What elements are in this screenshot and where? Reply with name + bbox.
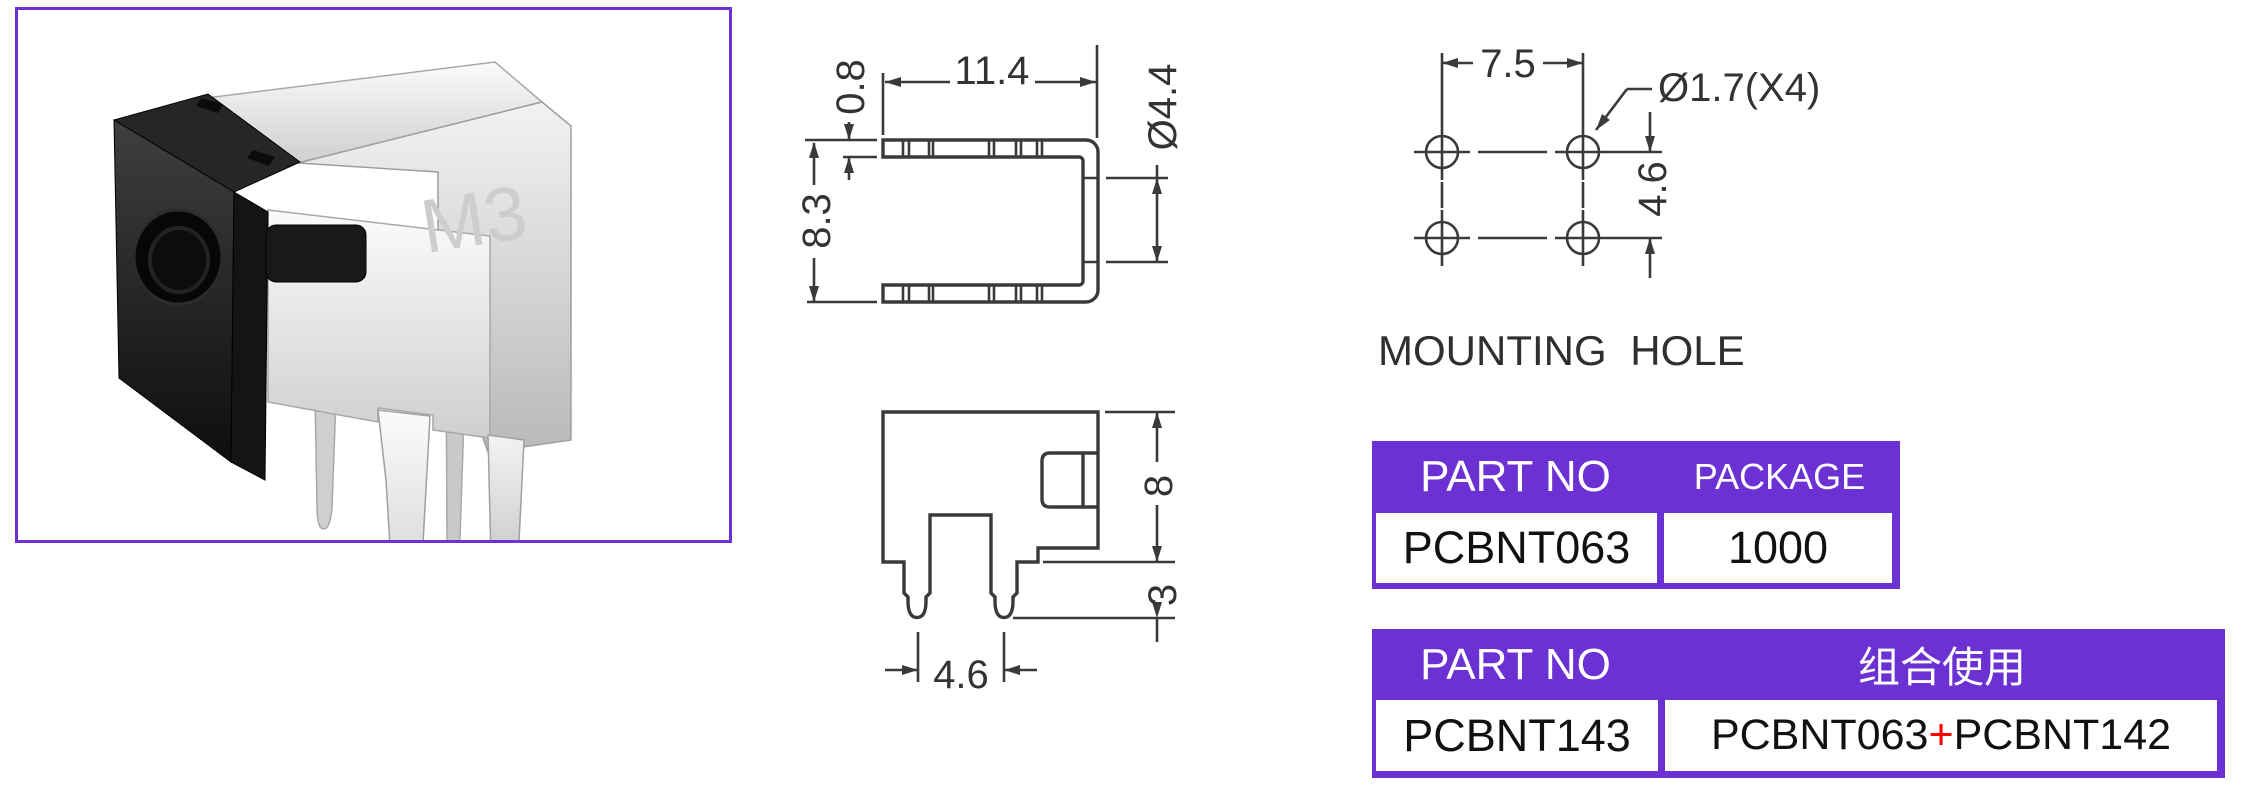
nut-top-notch-right [247,150,275,166]
front-view-outline [881,410,1100,620]
technical-drawings: 11.4 0.8 8.3 Ø4.4 8 3 4.6 [795,42,1820,697]
table2-cell-part-no: PCBNT143 [1376,700,1658,771]
combination-part-b: PCBNT142 [1953,711,2172,759]
table2-header-part-no: PART NO [1420,639,1611,689]
table2-header-combination: 组合使用 [1857,644,2026,691]
combination-part-a: PCBNT063 [1710,711,1929,759]
front-view-dimension-lines [885,412,1159,672]
product-photo: M3 [112,61,572,623]
nut-side-tab [265,224,367,283]
table1-header-package: PACKAGE [1693,456,1866,497]
screw-hole-thread [148,226,210,294]
dim-hole-h-pitch-label: 7.5 [1480,42,1536,86]
part-combination-table: PART NO 组合使用 PCBNT143 PCBNT063+PCBNT142 [1372,629,2225,778]
product-photo-frame: M3 [15,7,732,623]
dim-hole-dia-label: Ø4.4 [1141,64,1185,151]
dim-height-label: 8.3 [795,193,839,249]
mounting-hole-dimension-lines [1442,61,1652,278]
part-package-table: PART NO PACKAGE PCBNT063 1000 [1372,441,1900,589]
table1-cell-package: 1000 [1664,513,1892,583]
dim-pin-length-label: 3 [1141,584,1185,606]
side-view-hidden-hole-lines [1083,176,1098,264]
dim-hole-v-pitch-label: 4.6 [1631,161,1675,217]
side-view-extension-lines [805,45,1168,304]
front-view-tab-detail [1040,451,1098,509]
front-view-extension-lines [916,410,1175,682]
dim-hole-dia-callout: Ø1.7(X4) [1658,66,1820,110]
dim-pin-pitch-label: 4.6 [933,653,989,697]
combination-plus-sign: + [1928,711,1954,759]
dim-thickness-label: 0.8 [829,59,873,115]
mounting-hole-drawing: 7.5 Ø1.7(X4) 4.6 [1414,42,1820,278]
front-view-drawing: 8 3 4.6 [881,410,1185,697]
mounting-hole-crosshairs [1414,53,1662,266]
part-marking-text: M3 [415,170,533,270]
metal-back-wall [297,101,572,453]
mounting-hole-title: MOUNTING HOLE [1378,327,1745,374]
nut-top-notch-left [196,98,223,113]
nut-side-face [230,191,269,481]
table2-cell-combination: PCBNT063+PCBNT142 [1665,700,2217,771]
pin-front-center [377,409,431,619]
side-view-drawing: 11.4 0.8 8.3 Ø4.4 [795,45,1185,304]
dim-length-label: 11.4 [955,49,1030,93]
dim-body-height-label: 8 [1137,475,1181,497]
side-view-leg-ticks [901,141,1044,301]
pin-front-right [487,434,525,623]
table1-cell-part-no: PCBNT063 [1376,513,1657,583]
side-view-outline [881,138,1100,304]
table1-header-part-no: PART NO [1420,452,1611,501]
